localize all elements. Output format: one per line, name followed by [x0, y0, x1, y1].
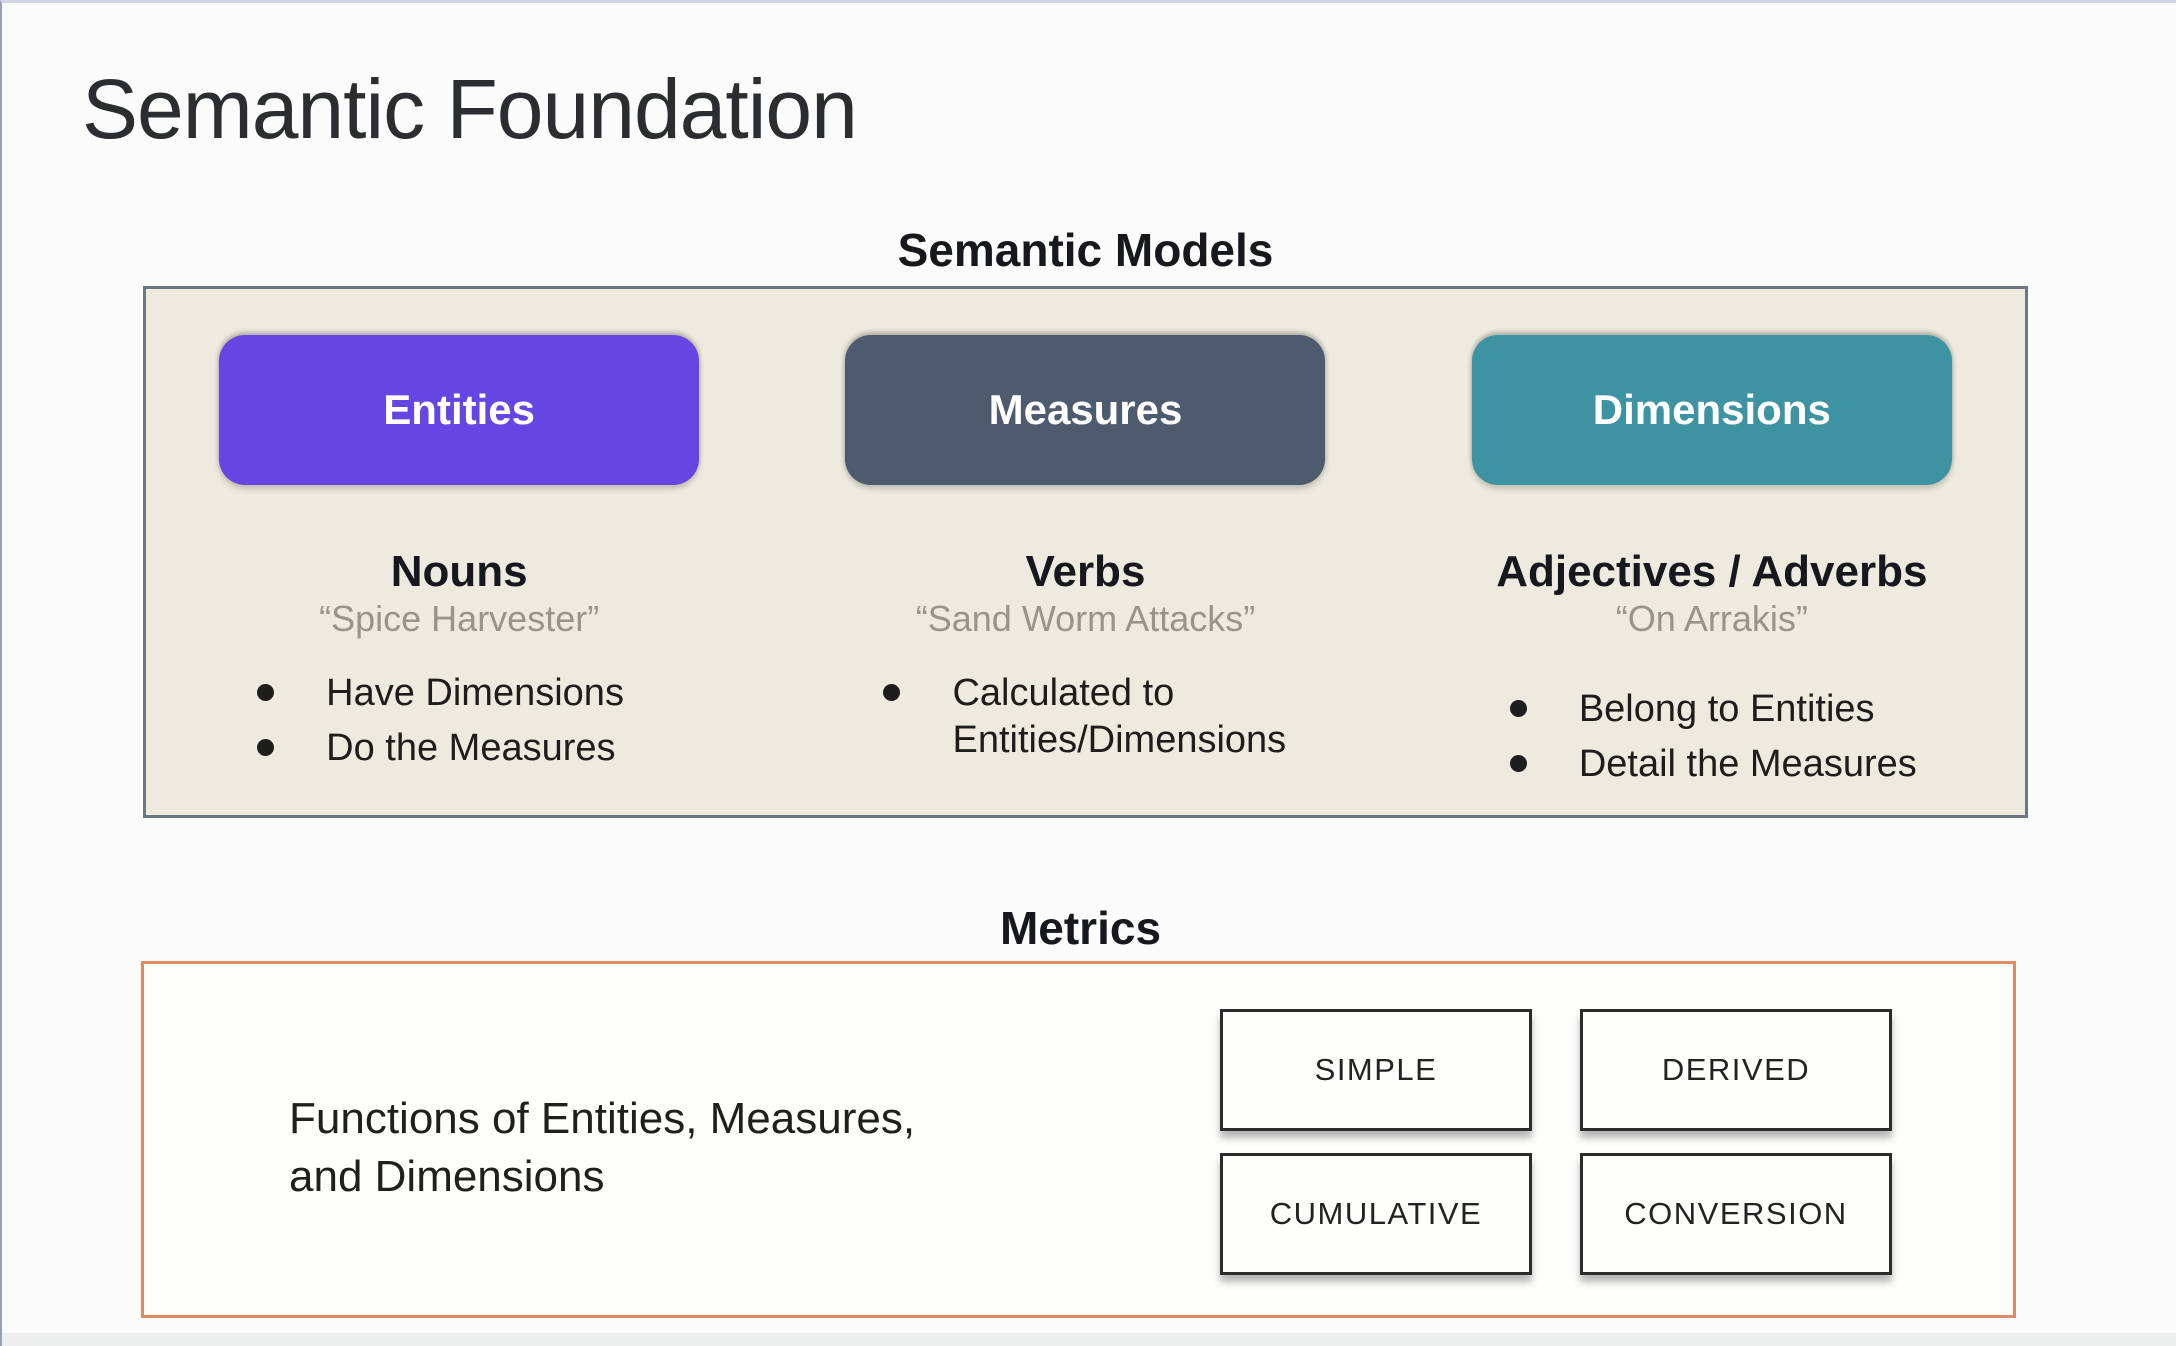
measures-bullet-list: Calculated to Entities/Dimensions [845, 670, 1325, 772]
entities-example-quote: “Spice Harvester” [319, 598, 600, 640]
metric-box-derived: DERIVED [1580, 1009, 1892, 1131]
bullet-dot-icon [257, 739, 275, 757]
bullet-dot-icon [1509, 755, 1527, 773]
entities-bullet-list: Have Dimensions Do the Measures [219, 670, 699, 780]
list-item: Detail the Measures [1509, 741, 1952, 788]
list-item: Calculated to Entities/Dimensions [883, 670, 1325, 764]
metric-box-simple: SIMPLE [1220, 1009, 1532, 1131]
bullet-dot-icon [883, 684, 901, 702]
measures-role-heading: Verbs [1025, 547, 1146, 596]
bullet-dot-icon [1509, 700, 1527, 718]
list-item: Have Dimensions [257, 670, 699, 717]
entities-column: Entities Nouns “Spice Harvester” Have Di… [146, 289, 772, 815]
entities-pill: Entities [219, 335, 700, 485]
list-item: Belong to Entities [1509, 686, 1952, 733]
metric-box-cumulative: CUMULATIVE [1220, 1153, 1532, 1275]
metric-type-grid: SIMPLE DERIVED CUMULATIVE CONVERSION [1220, 1009, 1892, 1275]
slide-title: Semantic Foundation [82, 62, 858, 156]
measures-example-quote: “Sand Worm Attacks” [915, 598, 1256, 640]
bullet-dot-icon [257, 684, 275, 702]
measures-column: Measures Verbs “Sand Worm Attacks” Calcu… [772, 289, 1398, 815]
list-item: Do the Measures [257, 725, 699, 772]
measures-pill: Measures [845, 335, 1326, 485]
bullet-label: Have Dimensions [326, 672, 624, 715]
dimensions-bullet-list: Belong to Entities Detail the Measures [1472, 686, 1952, 796]
dimensions-column: Dimensions Adjectives / Adverbs “On Arra… [1399, 289, 2025, 815]
window-bottom-edge [2, 1333, 2176, 1346]
bullet-label: Detail the Measures [1578, 743, 1917, 786]
metrics-description: Functions of Entities, Measures, and Dim… [289, 1094, 916, 1202]
dimensions-pill: Dimensions [1471, 335, 1952, 485]
semantic-models-heading: Semantic Models [897, 224, 1274, 276]
semantic-models-panel: Entities Nouns “Spice Harvester” Have Di… [143, 286, 2028, 818]
metrics-panel: Functions of Entities, Measures, and Dim… [141, 961, 2016, 1318]
dimensions-role-heading: Adjectives / Adverbs [1496, 547, 1928, 596]
bullet-label: Belong to Entities [1578, 688, 1875, 731]
bullet-label: Do the Measures [326, 727, 616, 770]
metrics-heading: Metrics [999, 902, 1162, 954]
bullet-label: Calculated to Entities/Dimensions [952, 672, 1287, 762]
dimensions-example-quote: “On Arrakis” [1615, 598, 1808, 640]
entities-role-heading: Nouns [390, 547, 528, 596]
metric-box-conversion: CONVERSION [1580, 1153, 1892, 1275]
